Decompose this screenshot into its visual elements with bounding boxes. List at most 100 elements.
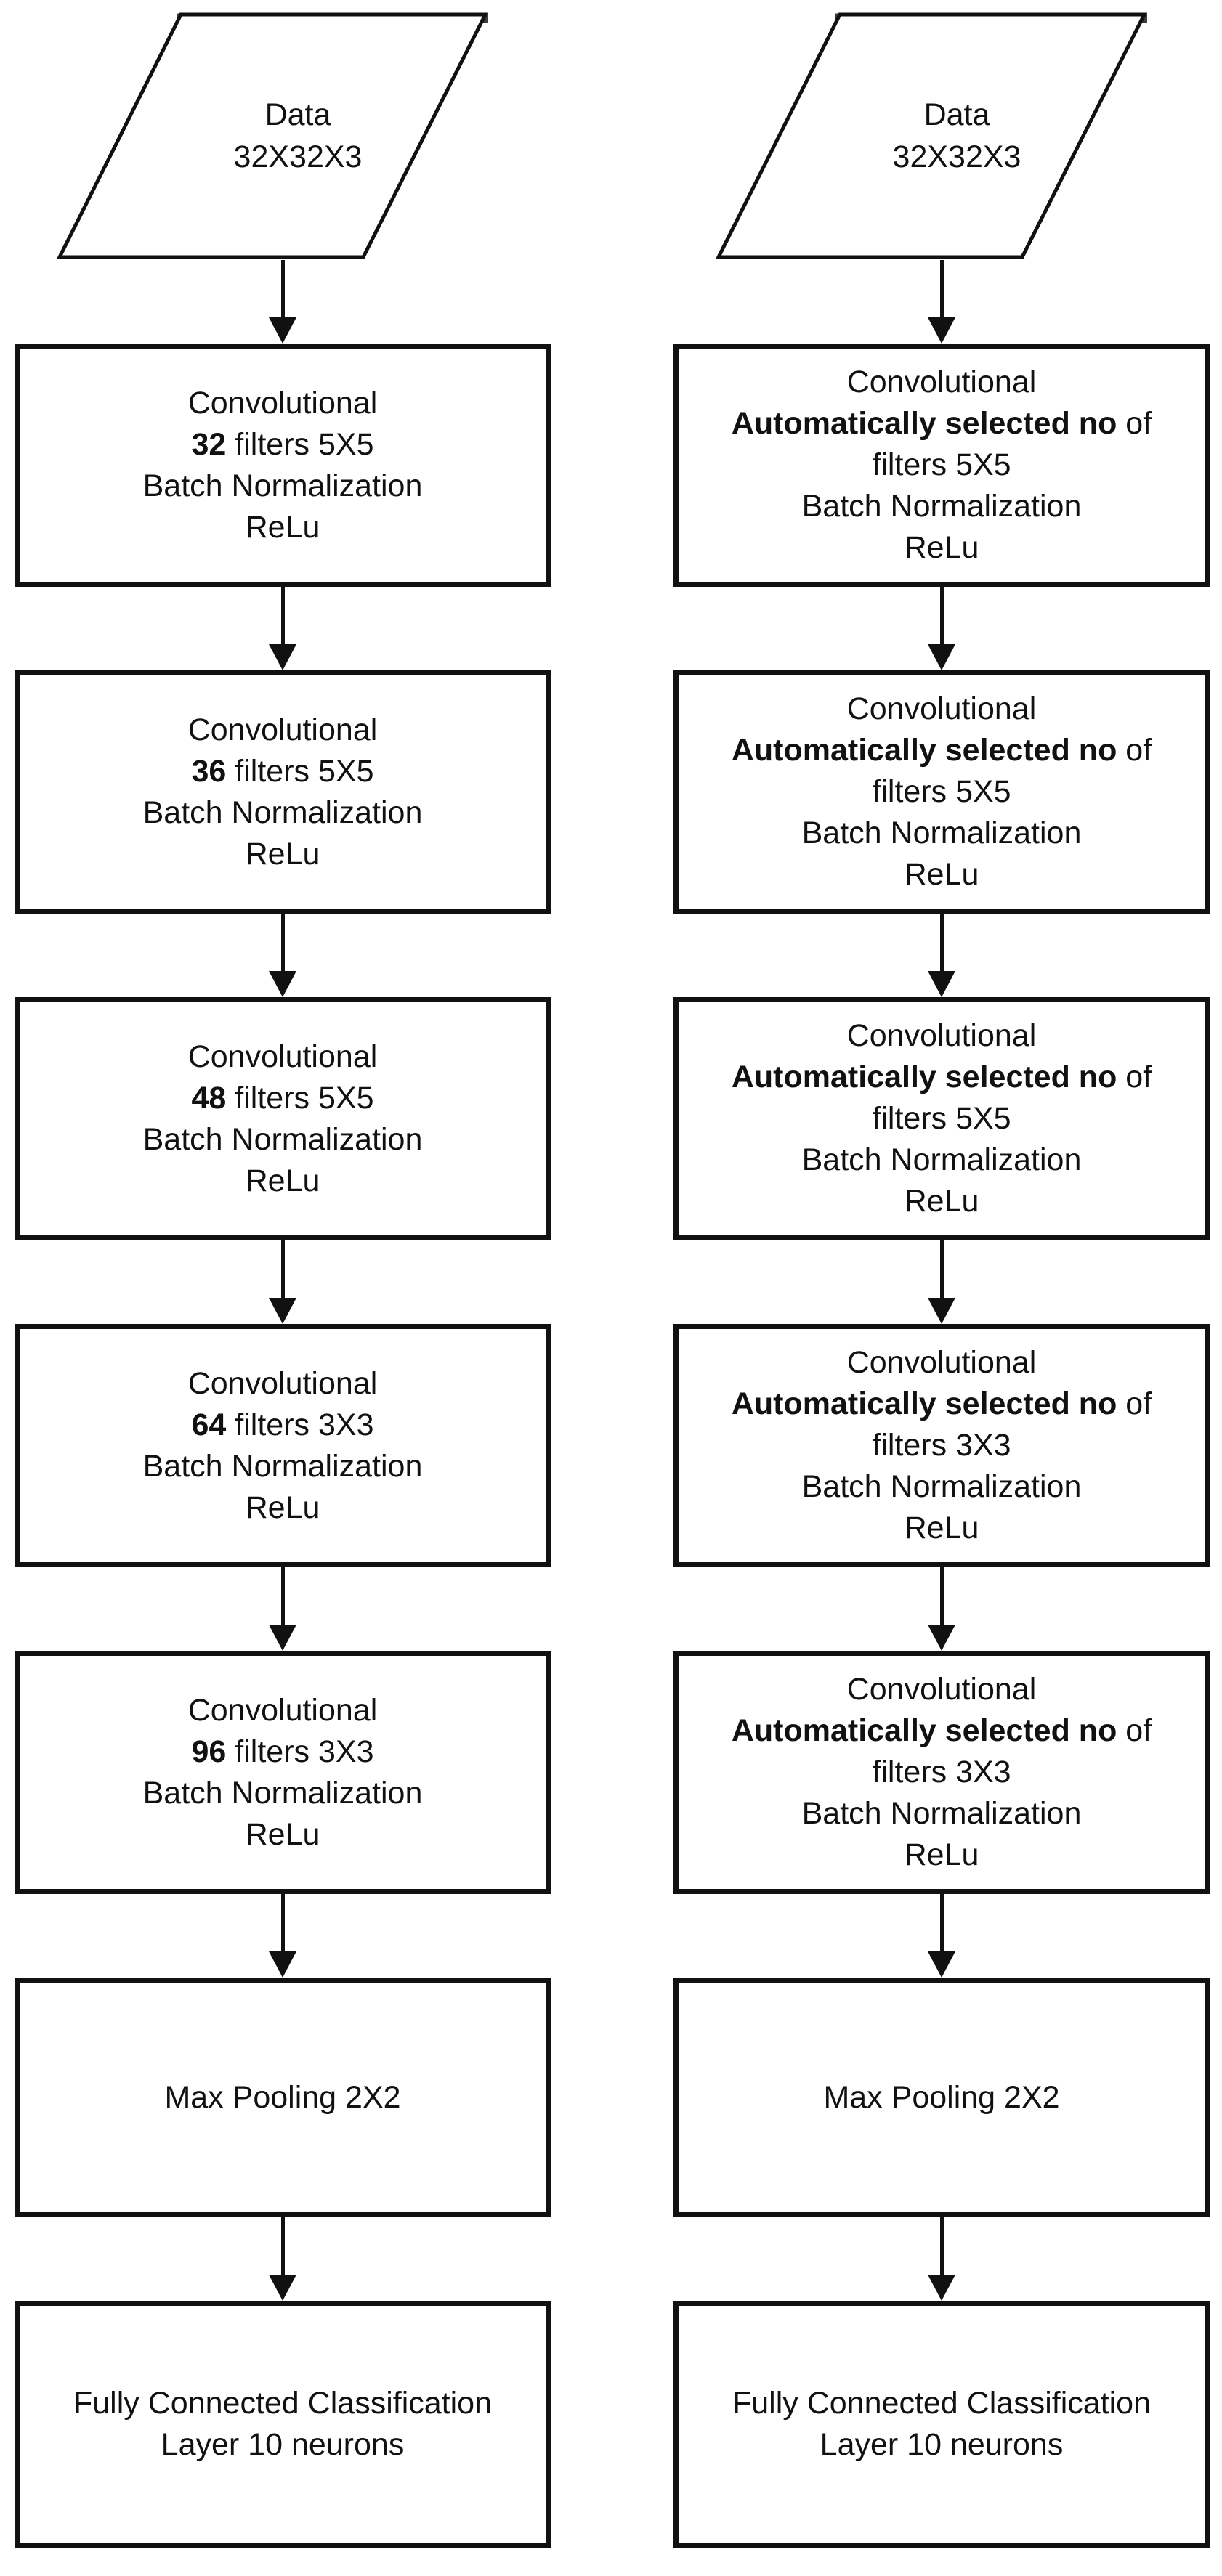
max-pooling-box: Max Pooling 2X2 — [673, 1978, 1210, 2217]
conv-filters-rest: filters 5X5 — [226, 426, 374, 462]
conv-title: Convolutional — [187, 712, 378, 747]
conv-filters: 96 filters 3X3 — [20, 1731, 546, 1773]
arrow-head-icon — [928, 1951, 955, 1978]
conv-filters: Automatically selected no of — [679, 730, 1205, 771]
column-fixed-filters: Data 32X32X3 Convolutional 32 filters 5X… — [15, 12, 551, 2548]
arrow-line — [939, 2217, 944, 2275]
conv-filters-rest: filters 3X3 — [226, 1734, 374, 1769]
arrow-line — [939, 1567, 944, 1625]
fully-connected-label-line2: Layer 10 neurons — [161, 2427, 405, 2462]
arrow-line — [280, 2217, 285, 2275]
conv-filters-rest: filters 5X5 — [226, 1080, 374, 1116]
conv-batchnorm: Batch Normalization — [801, 816, 1082, 850]
conv-filters-bold: 36 — [191, 753, 227, 789]
conv-filters-rest: of — [1117, 1060, 1152, 1094]
conv-layer-2-box: Convolutional Automatically selected no … — [673, 670, 1210, 914]
conv-batchnorm: Batch Normalization — [801, 489, 1082, 524]
conv-activation: ReLu — [245, 1816, 320, 1852]
conv-filters-bold: Automatically selected no — [731, 733, 1117, 768]
conv-activation: ReLu — [904, 1184, 979, 1219]
conv-filters-bold: Automatically selected no — [731, 1713, 1117, 1748]
data-shape-size: 32X32X3 — [892, 139, 1021, 174]
conv-filters: Automatically selected no of — [679, 403, 1205, 444]
conv-layer-5-box: Convolutional Automatically selected no … — [673, 1651, 1210, 1894]
arrow-line — [939, 260, 944, 317]
arrow-head-icon — [269, 1298, 296, 1324]
arrow-head-icon — [928, 317, 955, 344]
max-pooling-box: Max Pooling 2X2 — [15, 1978, 551, 2217]
arrow-head-icon — [928, 2275, 955, 2301]
arrow-line — [280, 1240, 285, 1298]
data-input-label: Data 32X32X3 — [716, 12, 1147, 260]
conv-filters-rest: of — [1117, 733, 1152, 768]
fully-connected-box: Fully Connected Classification Layer 10 … — [673, 2301, 1210, 2548]
arrow-line — [280, 914, 285, 971]
conv-activation: ReLu — [904, 1837, 979, 1872]
conv-filters-line2: filters 5X5 — [872, 774, 1011, 809]
conv-title: Convolutional — [846, 1672, 1037, 1707]
conv-filters: Automatically selected no of — [679, 1384, 1205, 1425]
flow-arrow — [673, 914, 1210, 997]
arrow-line — [280, 1894, 285, 1951]
conv-batchnorm: Batch Normalization — [142, 468, 423, 503]
flow-arrow — [15, 1894, 551, 1978]
arrow-line — [939, 1240, 944, 1298]
conv-batchnorm: Batch Normalization — [801, 1796, 1082, 1831]
conv-filters-bold: 48 — [191, 1080, 227, 1116]
conv-title: Convolutional — [846, 1345, 1037, 1380]
conv-title: Convolutional — [187, 1365, 378, 1401]
arrow-line — [280, 260, 285, 317]
conv-filters: Automatically selected no of — [679, 1710, 1205, 1752]
column-auto-filters: Data 32X32X3 Convolutional Automatically… — [673, 12, 1210, 2548]
conv-batchnorm: Batch Normalization — [142, 1448, 423, 1484]
conv-layer-3-box: Convolutional Automatically selected no … — [673, 997, 1210, 1240]
flow-arrow — [15, 1240, 551, 1324]
arrow-head-icon — [928, 971, 955, 997]
arrow-head-icon — [269, 644, 296, 670]
conv-layer-3-box: Convolutional 48 filters 5X5 Batch Norma… — [15, 997, 551, 1240]
conv-filters-bold: Automatically selected no — [731, 406, 1117, 441]
flow-arrow — [15, 1567, 551, 1651]
parallelogram-shape — [57, 12, 488, 259]
fully-connected-label-line2: Layer 10 neurons — [820, 2427, 1064, 2462]
conv-activation: ReLu — [245, 509, 320, 545]
data-input-parallelogram: Data 32X32X3 — [57, 12, 488, 260]
conv-filters-bold: Automatically selected no — [731, 1060, 1117, 1094]
flow-arrow — [673, 2217, 1210, 2301]
conv-activation: ReLu — [245, 1163, 320, 1198]
data-title: Data — [264, 97, 331, 132]
conv-layer-2-box: Convolutional 36 filters 5X5 Batch Norma… — [15, 670, 551, 914]
conv-filters: 64 filters 3X3 — [20, 1405, 546, 1446]
conv-filters: Automatically selected no of — [679, 1057, 1205, 1098]
flow-arrow — [15, 260, 551, 344]
conv-filters: 36 filters 5X5 — [20, 751, 546, 792]
conv-filters-bold: 64 — [191, 1407, 227, 1442]
fully-connected-label-line1: Fully Connected Classification — [732, 2386, 1151, 2421]
data-input-parallelogram: Data 32X32X3 — [716, 12, 1147, 260]
conv-activation: ReLu — [904, 530, 979, 565]
conv-activation: ReLu — [245, 1490, 320, 1525]
flow-arrow — [15, 587, 551, 670]
flow-arrow — [673, 1894, 1210, 1978]
conv-filters: 32 filters 5X5 — [20, 424, 546, 466]
conv-filters-line2: filters 5X5 — [872, 447, 1011, 482]
conv-batchnorm: Batch Normalization — [801, 1469, 1082, 1504]
conv-layer-5-box: Convolutional 96 filters 3X3 Batch Norma… — [15, 1651, 551, 1894]
conv-activation: ReLu — [904, 857, 979, 892]
conv-filters-line2: filters 3X3 — [872, 1755, 1011, 1789]
flow-arrow — [673, 1240, 1210, 1324]
conv-batchnorm: Batch Normalization — [142, 1121, 423, 1157]
conv-filters-line2: filters 5X5 — [872, 1101, 1011, 1136]
conv-filters: 48 filters 5X5 — [20, 1078, 546, 1119]
conv-batchnorm: Batch Normalization — [142, 795, 423, 830]
conv-layer-1-box: Convolutional 32 filters 5X5 Batch Norma… — [15, 344, 551, 587]
flow-arrow — [15, 2217, 551, 2301]
arrow-head-icon — [269, 1951, 296, 1978]
arrow-line — [939, 1894, 944, 1951]
conv-filters-rest: of — [1117, 1386, 1152, 1421]
max-pooling-label: Max Pooling 2X2 — [164, 2079, 401, 2115]
arrow-head-icon — [269, 317, 296, 344]
data-title: Data — [923, 97, 990, 132]
arrow-line — [939, 914, 944, 971]
